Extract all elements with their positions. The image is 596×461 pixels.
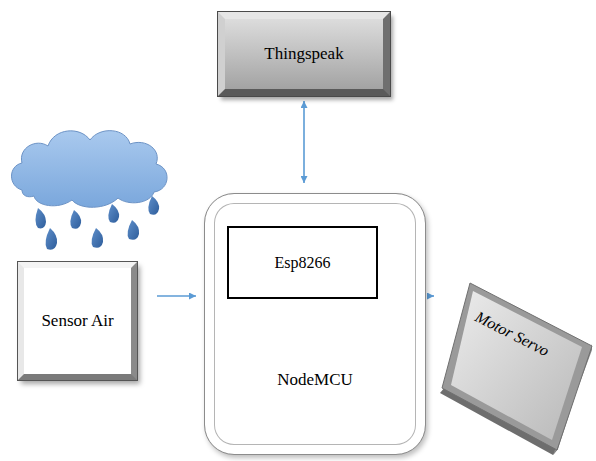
cloud-service-box: Thingspeak — [218, 12, 390, 96]
arrow-connector — [157, 295, 196, 297]
wifi-module-box: Esp8266 — [227, 226, 378, 299]
arrow-connector — [303, 101, 305, 183]
servo-motor-shape: Motor Servo — [436, 280, 594, 458]
rain-drops — [36, 196, 160, 250]
microcontroller-board: NodeMCU Esp8266 — [204, 193, 426, 455]
arrow-connector — [430, 295, 434, 297]
node-label: Sensor Air — [33, 308, 121, 334]
sensor-box: Sensor Air — [18, 262, 137, 380]
cloud — [12, 131, 168, 208]
slab-face — [451, 291, 582, 440]
node-label: Thingspeak — [264, 44, 343, 64]
slab-top — [442, 283, 592, 450]
node-label: NodeMCU — [205, 370, 425, 390]
slab-outline — [436, 280, 594, 458]
node-label: Esp8266 — [275, 254, 331, 272]
